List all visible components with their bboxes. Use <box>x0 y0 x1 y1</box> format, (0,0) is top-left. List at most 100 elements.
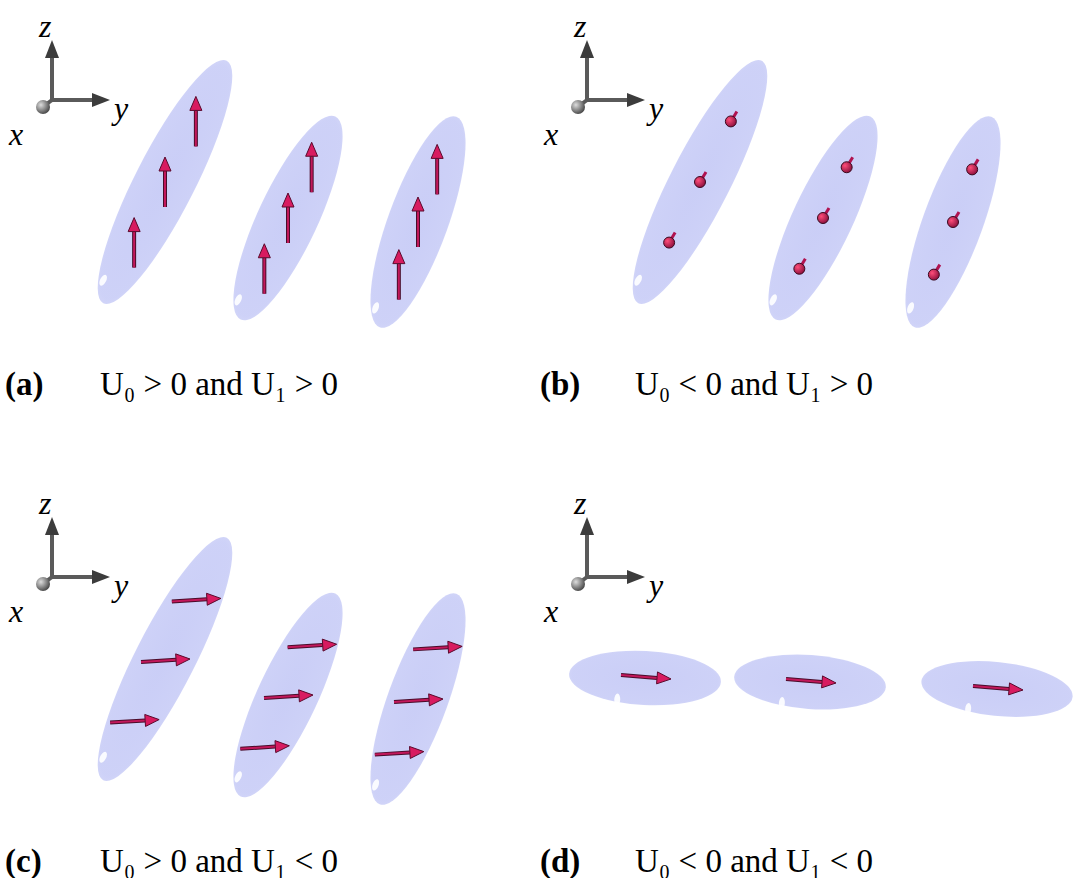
axis-line <box>50 56 54 100</box>
axis-label: y <box>114 92 128 124</box>
axis-label: x <box>544 118 558 150</box>
spin-head <box>322 639 336 651</box>
axis-head <box>580 40 594 58</box>
spin-shaft <box>973 686 1009 689</box>
axis-head <box>92 93 110 107</box>
condensate <box>352 106 485 337</box>
panel-figure <box>36 517 484 815</box>
spin-head <box>431 144 443 158</box>
spin-shaft <box>416 211 420 247</box>
spin-shaft <box>110 720 145 722</box>
spin-shaft <box>264 696 299 698</box>
axis-label: x <box>544 595 558 627</box>
axis-head <box>627 570 645 584</box>
axis-line <box>52 575 94 579</box>
condensate-cloud <box>732 650 887 714</box>
axis-head <box>580 517 594 535</box>
spin-head <box>410 746 424 758</box>
axis-line <box>587 98 629 102</box>
spin-dot <box>794 263 805 274</box>
spin-dot <box>967 164 978 175</box>
axis-head <box>627 93 645 107</box>
spin-shaft <box>141 660 176 662</box>
spin-shaft <box>141 660 176 662</box>
condensate <box>213 581 362 809</box>
condensate <box>77 524 254 794</box>
highlight <box>98 751 109 764</box>
spin-shaft <box>413 647 448 649</box>
condensate-cloud <box>77 47 254 317</box>
spin-shaft <box>287 207 289 243</box>
panel-tag: (a) <box>5 368 43 401</box>
panel-caption: U₀ < 0 and U₁ > 0 <box>635 368 873 401</box>
spin-head <box>1009 683 1023 695</box>
highlight <box>768 293 779 306</box>
panel-figure <box>571 40 1019 338</box>
spin-head <box>282 193 294 207</box>
condensate-cloud <box>213 581 362 809</box>
condensate-cloud <box>612 47 789 317</box>
spin-head <box>306 142 318 156</box>
spin-shaft <box>240 747 275 749</box>
spin-head <box>258 244 270 258</box>
highlight <box>371 301 381 314</box>
spin-head <box>393 250 405 264</box>
axis-label: z <box>574 10 586 42</box>
spin-shaft <box>164 171 166 207</box>
spin-dot <box>695 177 706 188</box>
spin-head <box>128 218 140 232</box>
axis-line <box>52 98 94 102</box>
spin-head <box>299 690 313 702</box>
condensate-cloud <box>748 104 897 332</box>
panel-tag: (b) <box>540 368 580 401</box>
highlight <box>371 778 381 791</box>
spin-shaft <box>435 158 439 194</box>
axis-label: x <box>9 595 23 627</box>
spin-shaft <box>288 645 323 647</box>
axis-ball <box>36 100 50 114</box>
highlight <box>98 274 109 287</box>
spin-shaft <box>375 752 410 754</box>
spin-shaft <box>786 679 822 682</box>
condensate-cloud <box>887 106 1020 337</box>
panel-caption: U₀ > 0 and U₁ < 0 <box>100 845 338 878</box>
spin-shaft <box>262 258 266 294</box>
spin-shaft <box>398 264 400 300</box>
spin-shaft <box>621 675 657 678</box>
panel-tag: (c) <box>5 845 42 878</box>
spin-head <box>145 714 159 726</box>
highlight <box>906 301 916 314</box>
condensate <box>918 654 1075 726</box>
spin-dot <box>928 269 939 280</box>
panel-caption: U₀ < 0 and U₁ < 0 <box>635 845 873 878</box>
highlight <box>965 703 972 716</box>
condensate <box>213 104 362 332</box>
spin-shaft <box>413 647 448 649</box>
axis-head <box>45 40 59 58</box>
spin-shaft <box>133 232 135 268</box>
condensate <box>612 47 789 317</box>
axis-label: y <box>649 569 663 601</box>
spin-shaft <box>195 110 197 146</box>
condensate <box>352 583 485 814</box>
panel-figure <box>36 40 484 338</box>
spin-shaft <box>394 700 429 702</box>
highlight <box>233 293 244 306</box>
spin-shaft <box>194 110 198 146</box>
spin-dot <box>725 116 736 127</box>
condensate-cloud <box>213 104 362 332</box>
spin-shaft <box>110 720 145 722</box>
highlight <box>778 697 785 709</box>
spin-shaft <box>163 171 167 207</box>
panel-figure <box>568 517 1076 726</box>
spin-head <box>657 672 671 684</box>
condensate <box>748 104 897 332</box>
spin-shaft <box>310 156 314 192</box>
axis-line <box>587 575 629 579</box>
axis-head <box>45 517 59 535</box>
spin-shaft <box>286 207 290 243</box>
highlight <box>633 274 644 287</box>
condensate <box>887 106 1020 337</box>
